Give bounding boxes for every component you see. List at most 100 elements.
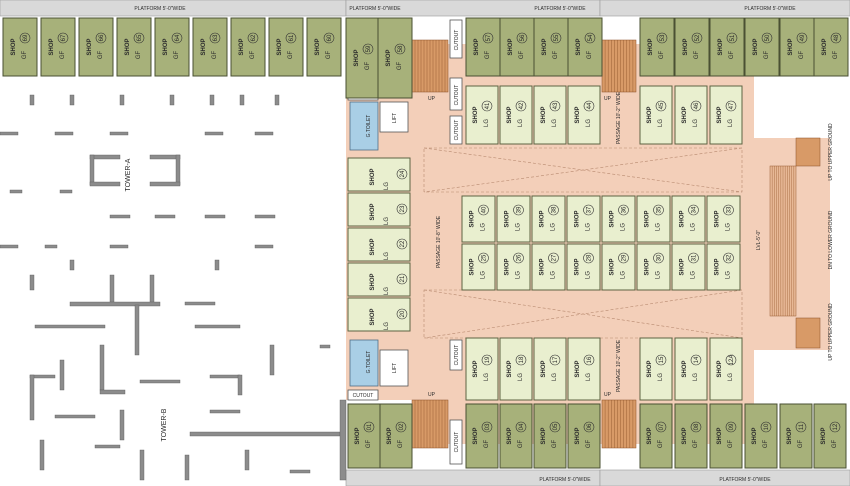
shop-unit [813, 17, 849, 77]
shop-floor: LG [691, 271, 697, 279]
shop-number-ring [323, 32, 335, 44]
wall-segment [254, 131, 274, 136]
wall-segment [29, 374, 35, 421]
wall-segment [209, 374, 241, 379]
shop-number-ring [655, 100, 667, 112]
shop-label: SHOP [201, 38, 207, 55]
shop-floor: LG [384, 287, 390, 295]
shop-number: 22 [400, 240, 406, 247]
wall-segment [289, 469, 311, 474]
shop-label: SHOP [717, 106, 723, 123]
passage-bottom-label: PASSAGE 10'-2" WIDE [616, 339, 622, 392]
wall-segment [29, 94, 35, 106]
shop-floor: LG [481, 223, 487, 231]
tower-walls [0, 94, 347, 481]
shop-label: SHOP [645, 210, 651, 227]
shop-number: 44 [587, 102, 593, 109]
shop-number-ring [95, 32, 107, 44]
shop-unit [345, 17, 381, 99]
shop-label: SHOP [683, 38, 689, 55]
shop-unit [674, 85, 708, 145]
shop-label: SHOP [610, 258, 616, 275]
wall-segment [54, 414, 96, 419]
shop-number: 42 [519, 102, 525, 109]
shop-unit [465, 85, 499, 145]
shop-number-ring [548, 252, 559, 264]
shop-number: 17 [553, 356, 559, 363]
wall-segment [9, 189, 23, 194]
shop-number-ring [583, 354, 595, 366]
shop-number: 35 [657, 206, 663, 213]
shop-number-ring [725, 354, 737, 366]
shop-number-ring [396, 308, 408, 320]
shop-floor: LG [551, 223, 557, 231]
shop-unit [379, 403, 413, 469]
shop-label: SHOP [575, 106, 581, 123]
shop-number-ring [515, 421, 527, 433]
shop-number-ring [723, 252, 734, 264]
lift-top-label: LIFT [392, 113, 398, 123]
shop-number-ring [548, 204, 559, 216]
shop-number: 53 [660, 34, 666, 41]
shop-number-ring [795, 421, 807, 433]
shop-floor: GF [553, 51, 559, 60]
wall-segment [99, 344, 105, 391]
shop-number: 40 [482, 206, 488, 213]
cutout-bottom-2-label: CUTOUT [454, 432, 460, 453]
shop-number: 11 [799, 423, 805, 430]
shop-number-ring [688, 204, 699, 216]
shop-floor: LG [552, 119, 558, 127]
shop-unit [499, 17, 535, 77]
shop-floor: LG [656, 271, 662, 279]
shop-floor: GF [518, 440, 524, 449]
wall-segment [69, 94, 75, 106]
shop-number-ring [690, 354, 702, 366]
shop-label: SHOP [277, 38, 283, 55]
shop-floor: GF [763, 440, 769, 449]
shop-number-ring [830, 32, 842, 44]
wall-segment [119, 94, 125, 106]
up-label-2: UP [604, 96, 612, 102]
wall-segment [39, 439, 45, 471]
shop-unit [2, 17, 38, 77]
cutout-bottom-2 [449, 419, 463, 465]
shop-unit [461, 243, 496, 291]
toilet-bottom [349, 339, 379, 387]
shop-number: 55 [554, 34, 560, 41]
shop-floor: GF [519, 51, 525, 60]
shop-unit [566, 243, 601, 291]
shop-number: 43 [553, 102, 559, 109]
wall-segment [204, 131, 224, 136]
staircase-top-mid [601, 39, 637, 93]
central-void [423, 147, 743, 339]
shop-unit [567, 85, 601, 145]
wall-segment [254, 244, 274, 249]
shop-number: 02 [399, 423, 405, 430]
shop-unit [116, 17, 152, 77]
shop-floor: GF [365, 62, 371, 71]
shop-floor: LG [586, 119, 592, 127]
shop-floor: GF [658, 440, 664, 449]
shop-label: SHOP [473, 427, 479, 444]
wall-segment [89, 154, 121, 160]
shop-label: SHOP [647, 360, 653, 377]
shop-floor: LG [693, 373, 699, 381]
up-to-upper-ground-top: UP TO UPPER GROUND [828, 123, 834, 181]
shop-number: 05 [553, 423, 559, 430]
shop-floor: LG [658, 119, 664, 127]
shop-unit [709, 17, 745, 77]
shop-label: SHOP [473, 360, 479, 377]
cutout-top-2 [449, 77, 463, 111]
cutout-lift-bottom-label: CUTOUT [353, 393, 374, 399]
shop-floor: LG [552, 373, 558, 381]
shop-floor: GF [250, 51, 256, 60]
